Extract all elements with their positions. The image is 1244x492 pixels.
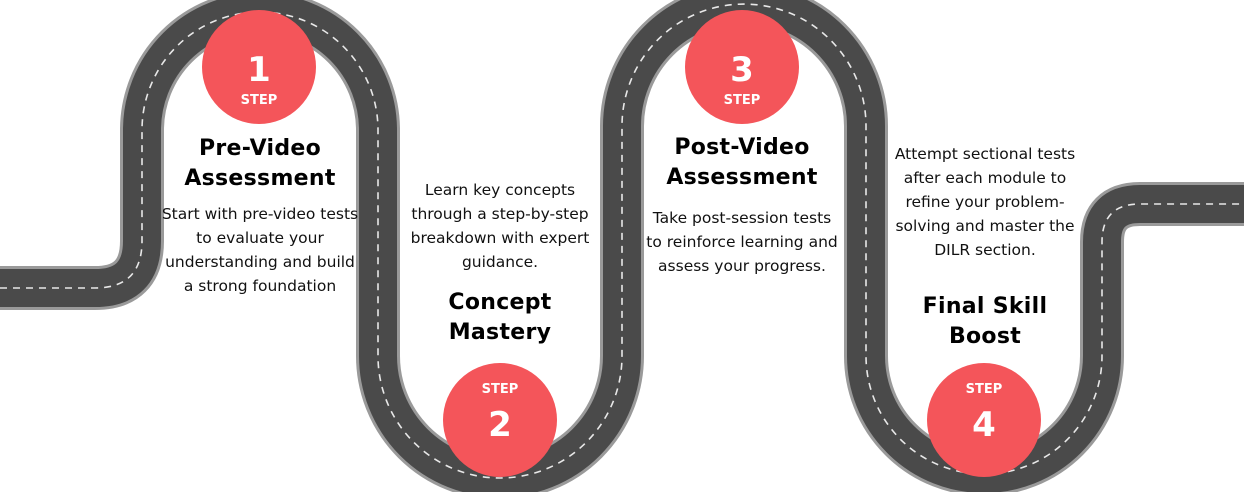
step-2-number: 2 <box>488 405 512 445</box>
step-3-description: Take post-session tests to reinforce lea… <box>646 209 838 275</box>
step-4-label: STEP <box>966 382 1003 397</box>
step-2-circle <box>443 363 557 477</box>
step-2-description: Learn key concepts through a step-by-ste… <box>410 181 590 271</box>
step-2-badge: STEP 2 <box>443 363 557 477</box>
step-4-circle <box>927 363 1041 477</box>
step-2-label: STEP <box>482 382 519 397</box>
step-3-number: 3 <box>730 50 754 90</box>
step-1-title: Pre-Video Assessment <box>184 136 336 191</box>
step-3-title: Post-Video Assessment <box>666 135 818 190</box>
step-2-title: Concept Mastery <box>448 290 552 345</box>
step-1-circle <box>202 10 316 124</box>
step-3-badge: 3 STEP <box>685 10 799 124</box>
step-4-badge: STEP 4 <box>927 363 1041 477</box>
step-1-label: STEP <box>241 93 278 108</box>
step-1-description: Start with pre-video tests to evaluate y… <box>161 205 359 295</box>
step-4-number: 4 <box>972 405 996 445</box>
step-1-number: 1 <box>247 50 271 90</box>
step-1-badge: 1 STEP <box>202 10 316 124</box>
step-3-circle <box>685 10 799 124</box>
step-3-label: STEP <box>724 93 761 108</box>
step-4-title: Final Skill Boost <box>922 294 1048 349</box>
step-4-description: Attempt sectional tests after each modul… <box>894 145 1076 259</box>
